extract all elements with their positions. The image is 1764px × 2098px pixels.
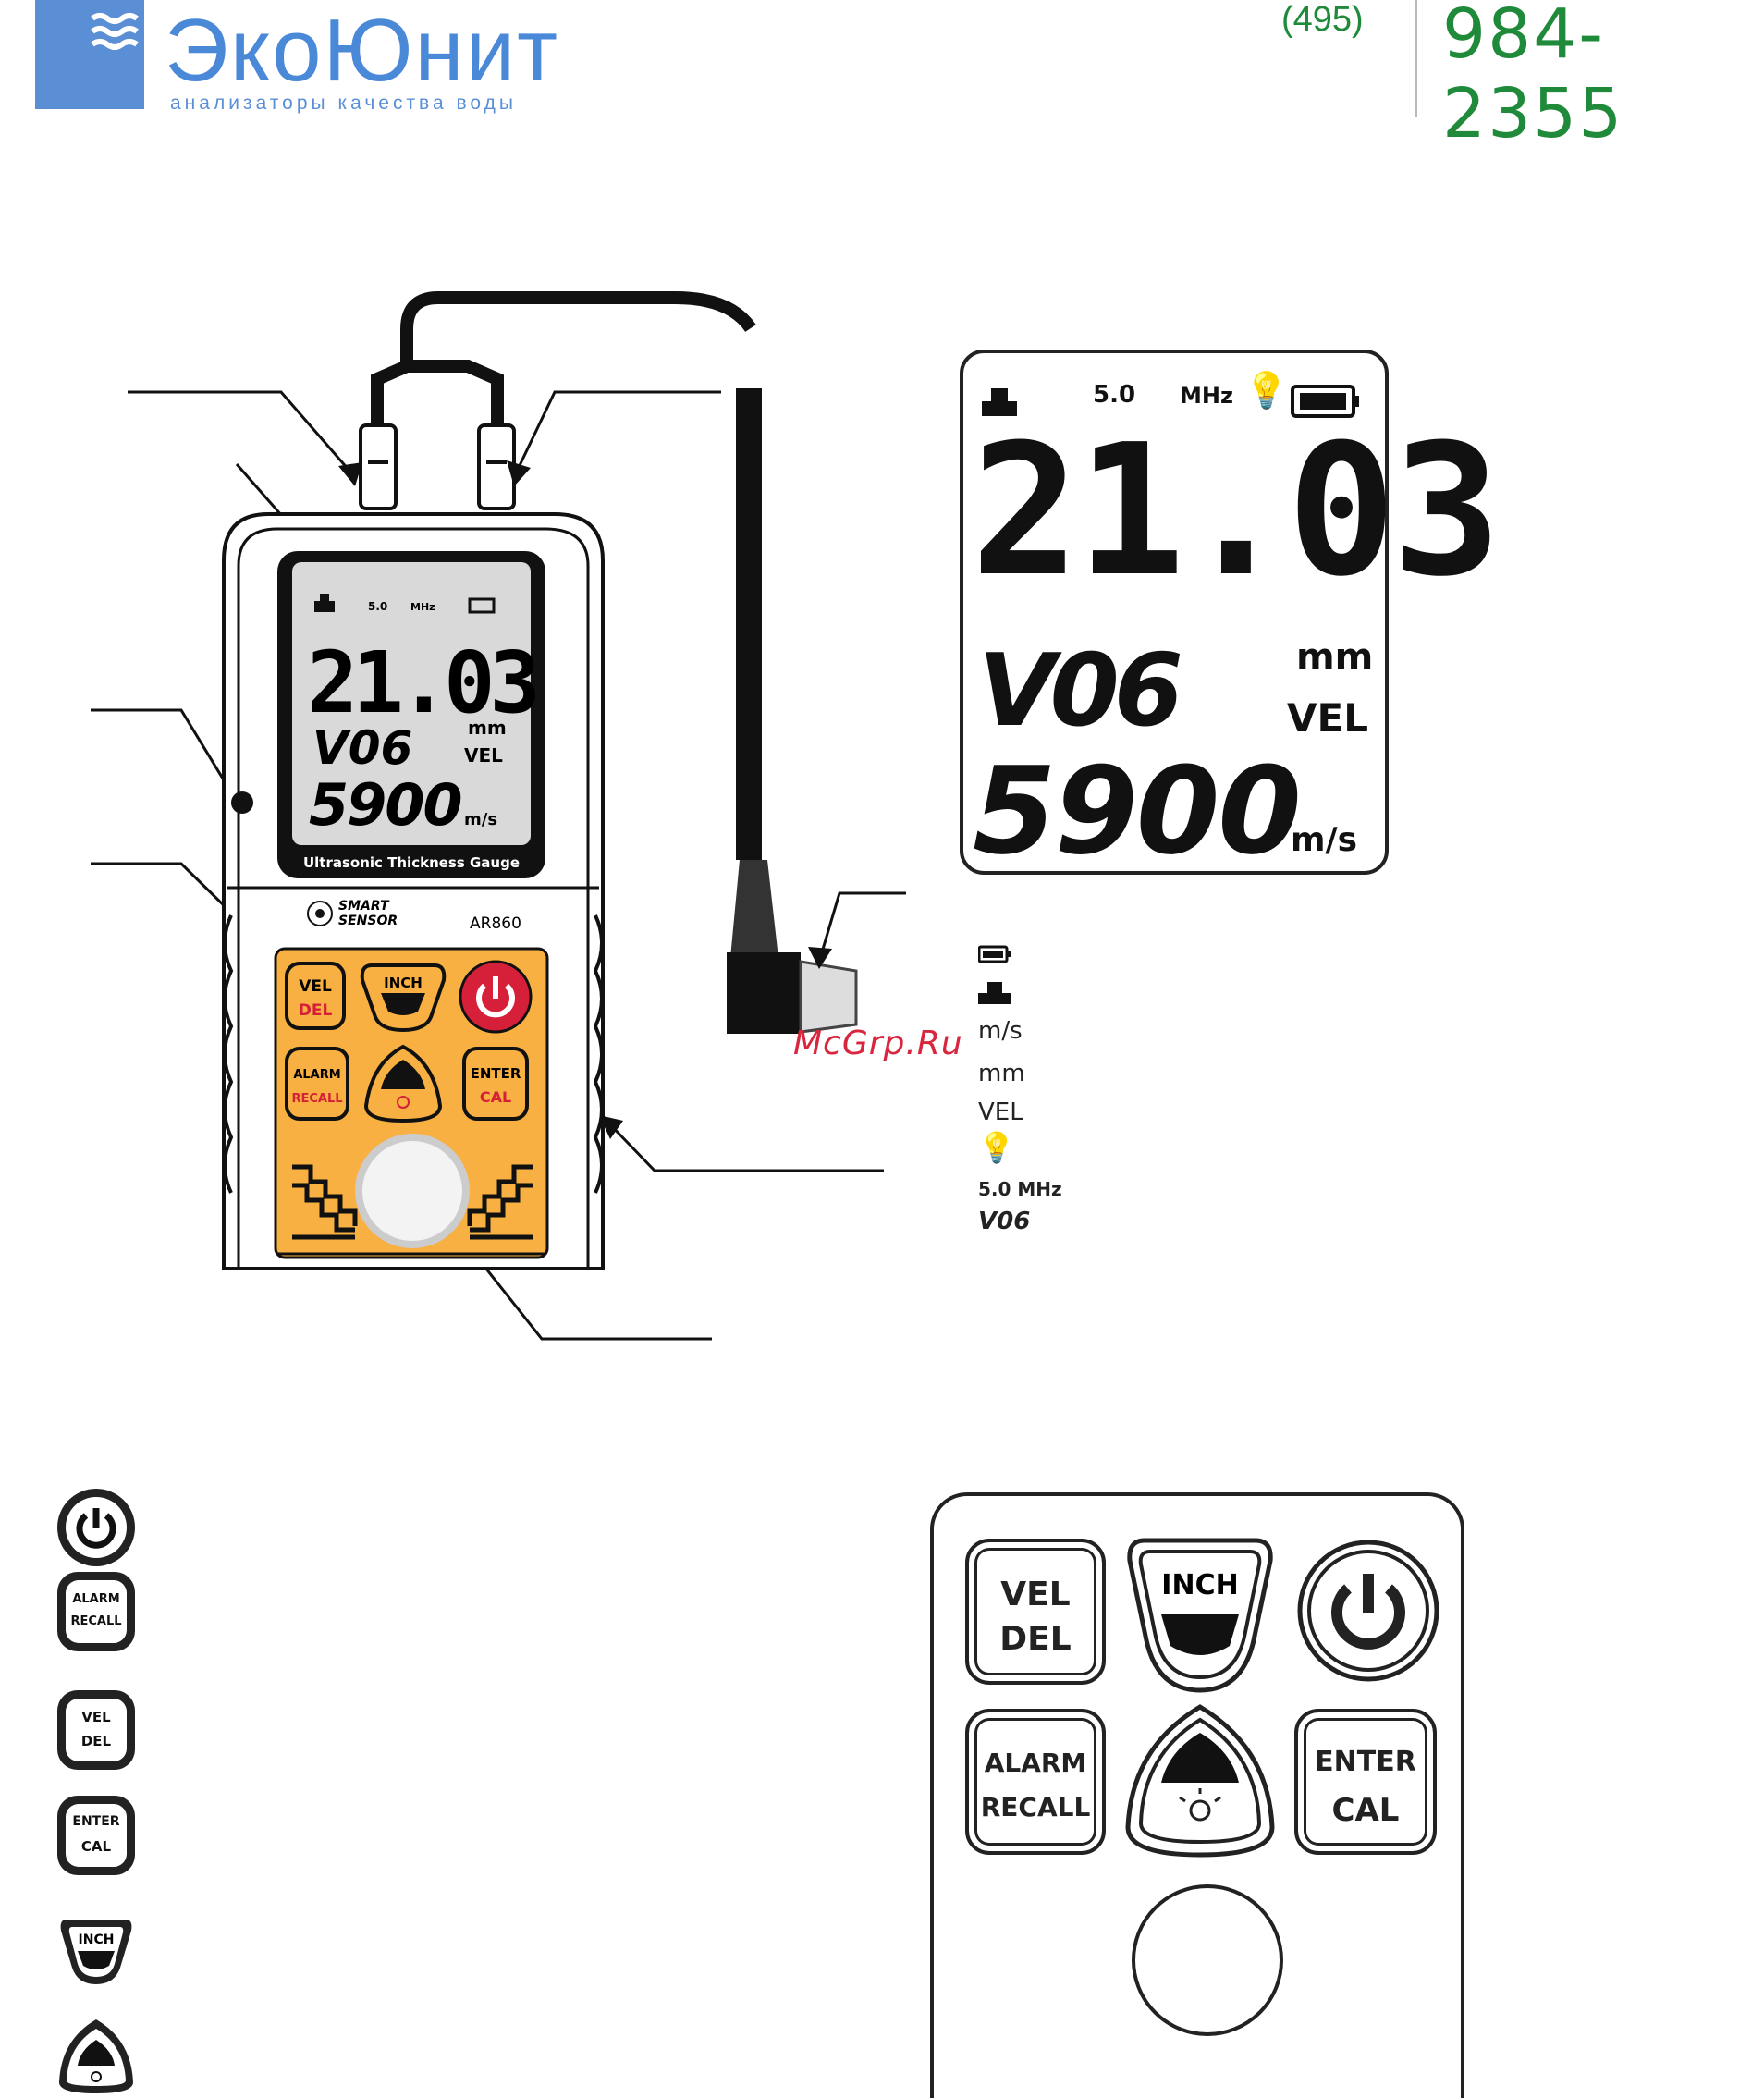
- lcd-velocity: 5900: [973, 741, 1302, 881]
- logo-mark: [35, 0, 144, 109]
- logo-wordmark: ЭкоЮнит: [165, 1, 560, 100]
- legend-freq: 5.0 MHz: [978, 1178, 1062, 1200]
- svg-text:INCH: INCH: [1161, 1569, 1238, 1601]
- waves-icon: [91, 13, 139, 50]
- device-lcd: [292, 562, 531, 845]
- device-key-vel: [285, 962, 346, 1030]
- lcd-freq-unit: MHz: [1180, 383, 1233, 409]
- device-key-enter: [462, 1047, 529, 1121]
- icon-inch: INCH: [60, 1920, 132, 1984]
- mini-thickness: 21.03: [307, 633, 536, 732]
- legend-battery-icon: [978, 945, 1011, 963]
- mini-mode: VEL: [464, 744, 503, 767]
- side-button: [231, 791, 253, 814]
- icon-vel-del: VEL DEL: [57, 1690, 135, 1770]
- icon-up-backlight: [59, 2019, 133, 2093]
- probe-icon: [982, 388, 1017, 416]
- phone-code: (495): [1281, 0, 1364, 39]
- model-label: AR860: [470, 914, 521, 933]
- key-enter-cal[interactable]: ENTER CAL: [1294, 1709, 1437, 1855]
- svg-text:RECALL: RECALL: [291, 1092, 342, 1106]
- sensor-window: [1132, 1884, 1283, 2036]
- watermark: McGrp.Ru: [793, 1024, 963, 1062]
- mini-velocity: 5900: [309, 771, 461, 839]
- icon-enter-cal: ENTER CAL: [57, 1796, 135, 1875]
- device-key-alarm: [285, 1047, 349, 1121]
- svg-text:ENTER: ENTER: [471, 1065, 521, 1082]
- brand-target-icon: [307, 901, 333, 926]
- mini-freq-unit: MHz: [410, 601, 435, 613]
- device-illustration: Ultrasonic Thickness Gauge 5.0 MHz 21.03…: [91, 291, 906, 1341]
- brand-line2: SENSOR: [338, 914, 398, 928]
- legend-mm: mm: [978, 1060, 1025, 1087]
- icon-alarm-recall: ALARM RECALL: [57, 1572, 135, 1651]
- svg-text:DEL: DEL: [299, 1001, 333, 1020]
- screen-caption: Ultrasonic Thickness Gauge: [303, 854, 520, 871]
- brand-line1: SMART: [338, 899, 390, 914]
- mini-thickness-unit: mm: [468, 717, 507, 739]
- lcd-velocity-unit: m/s: [1291, 821, 1358, 859]
- phone-separator: [1415, 0, 1417, 117]
- phone-number: 984-2355: [1442, 0, 1624, 153]
- key-vel-del[interactable]: VEL DEL: [965, 1539, 1106, 1685]
- lcd-material-code: V06: [978, 633, 1183, 749]
- legend-vel: VEL: [978, 1098, 1023, 1126]
- svg-text:ALARM: ALARM: [293, 1068, 340, 1082]
- lcd-thickness: 21.03: [971, 406, 1501, 617]
- probe-body: [727, 952, 801, 1034]
- backlight-icon: 💡: [1244, 370, 1289, 411]
- lcd-freq: 5.0: [1093, 381, 1136, 409]
- legend-backlight-icon: 💡: [978, 1130, 1015, 1165]
- device-sensor: [355, 1134, 470, 1248]
- key-up-backlight[interactable]: [1124, 1701, 1276, 1859]
- logo-tagline: анализаторы качества воды: [170, 92, 517, 114]
- lcd-mode: VEL: [1287, 695, 1368, 741]
- svg-text:INCH: INCH: [79, 1932, 115, 1947]
- keypad-detail: VEL DEL INCH ALARM RECALL ENTER CAL: [930, 1492, 1464, 2098]
- key-inch[interactable]: INCH: [1124, 1537, 1276, 1694]
- mini-velocity-unit: m/s: [464, 810, 497, 829]
- icon-power: [57, 1489, 135, 1566]
- legend-probe-icon: [978, 982, 1011, 1004]
- battery-icon: [1291, 385, 1359, 418]
- svg-text:CAL: CAL: [480, 1088, 511, 1106]
- lcd-thickness-unit: mm: [1296, 636, 1374, 679]
- key-alarm-recall[interactable]: ALARM RECALL: [965, 1709, 1106, 1855]
- mini-freq: 5.0: [368, 600, 387, 613]
- legend-ms: m/s: [978, 1017, 1023, 1045]
- svg-text:INCH: INCH: [384, 975, 423, 991]
- svg-text:VEL: VEL: [299, 977, 332, 996]
- legend-code: V06: [978, 1208, 1031, 1235]
- lcd-detail: 5.0 MHz 💡 21.03 V06 mm VEL 5900 m/s: [960, 350, 1501, 881]
- mini-material-code: V06: [312, 721, 412, 775]
- key-power[interactable]: [1294, 1537, 1442, 1685]
